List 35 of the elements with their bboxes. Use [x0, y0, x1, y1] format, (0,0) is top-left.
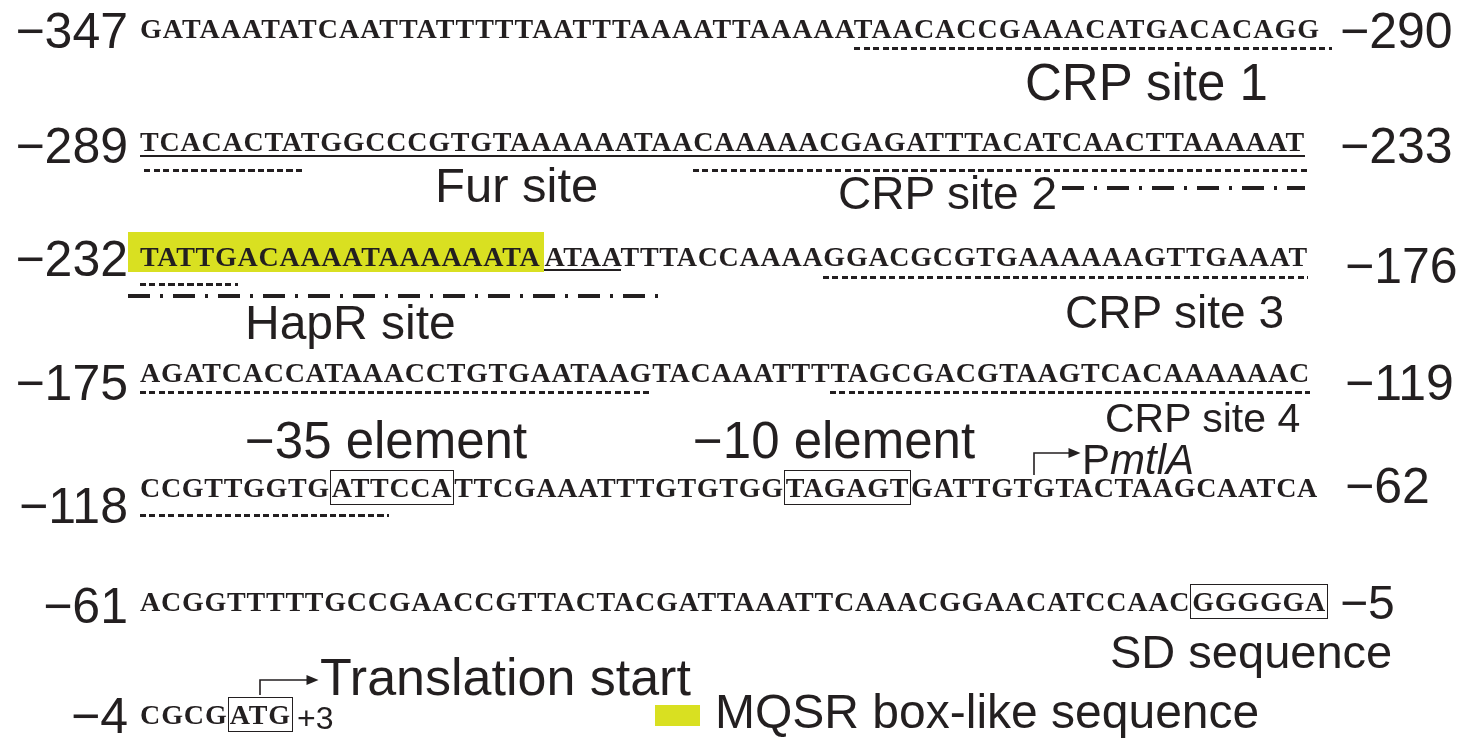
site-label: Fur site	[435, 161, 599, 210]
site-label: HapR site	[245, 299, 456, 348]
dna-sequence: TCACACTATGGCCCGTGTAAAAAATAACAAAAACGAGATTTACATCAACTTAAAAAT	[140, 131, 1305, 153]
dna-sequence: TTCGAAATTTGTGTGG	[454, 477, 784, 499]
boxed-sequence: TAGAGT	[783, 470, 912, 505]
highlighted-sequence: TATTGACAAAATAAAAAATA	[128, 232, 545, 272]
position-number: −233	[1340, 120, 1453, 171]
position-number: −290	[1340, 5, 1453, 56]
position-number: −347	[15, 5, 128, 56]
dna-sequence: GATAAATATCAATTATTTTTAATTTAAAATTAAAAATAACACCGAAACATGACACAGG	[140, 18, 1320, 40]
start-label: Translation start	[320, 650, 691, 703]
site-label: CRP site 3	[1065, 289, 1285, 336]
dna-sequence: ATAATTTACCAAAAGGACGCGTGAAAAAAGTTGAAAT	[544, 246, 1308, 268]
position-number: −118	[19, 480, 128, 531]
position-number: −119	[1345, 357, 1454, 408]
boxed-sequence: GGGGGA	[1190, 584, 1328, 619]
element-label: −35 element	[245, 415, 528, 466]
site-label: CRP site 4	[1105, 397, 1301, 439]
site-label: CRP site 2	[838, 170, 1058, 217]
element-label: −10 element	[693, 415, 976, 466]
boxed-sequence: ATTCCA	[329, 470, 455, 505]
legend-label: MQSR box-like sequence	[715, 688, 1260, 737]
site-label: CRP site 1	[1025, 57, 1268, 108]
position-number: −4	[71, 690, 128, 741]
position-number: −289	[15, 120, 128, 171]
dna-sequence: AGATCACCATAAACCTGTGAATAAGTACAAATTTTAGCGACGTAAGTCACAAAAAAC	[140, 362, 1310, 384]
position-number: −176	[1345, 240, 1458, 291]
boxed-sequence: ATG	[227, 697, 293, 732]
position-number: −175	[15, 357, 128, 408]
position-number: −5	[1340, 579, 1395, 628]
position-number: −61	[43, 580, 128, 631]
position-number: −62	[1345, 460, 1430, 511]
position-number: −232	[15, 233, 128, 284]
dna-sequence: ACGGTTTTTGCCGAACCGTTACTACGATTAAATTCAAACGGAACATCCAAC	[140, 591, 1191, 613]
position-number: +3	[297, 702, 334, 735]
